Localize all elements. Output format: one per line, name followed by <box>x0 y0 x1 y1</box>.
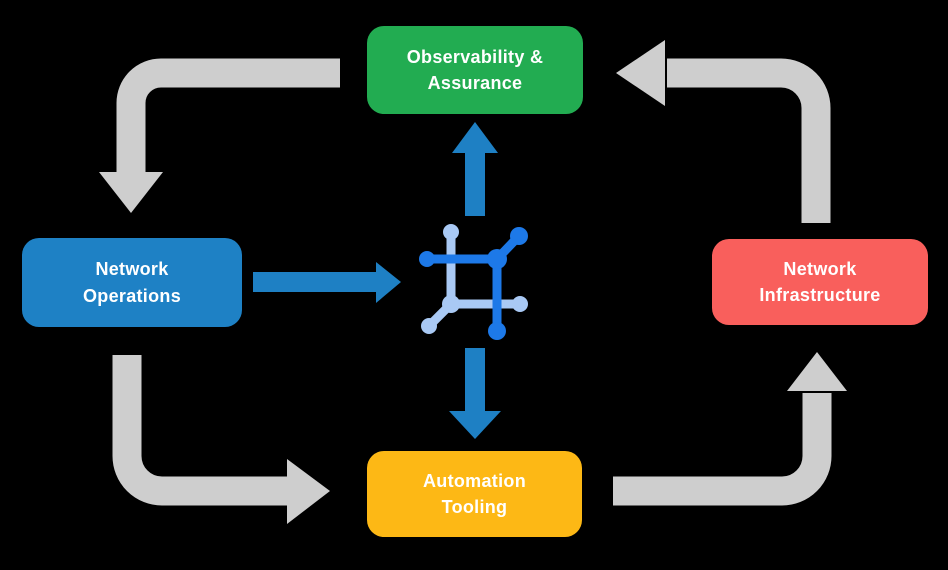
node-automation-tooling: Automation Tooling <box>367 451 582 537</box>
core-arrow-operations-to-center <box>253 262 401 303</box>
icon-node-lower-left <box>421 318 437 334</box>
node-network-operations: Network Operations <box>22 238 242 327</box>
icon-junction-bottom-left <box>442 295 460 313</box>
cycle-arrow-shaft <box>112 355 289 506</box>
core-arrow-center-to-observability <box>452 122 498 216</box>
cycle-arrow-operations-to-automation <box>112 355 330 524</box>
node-label: Observability & Assurance <box>406 46 544 93</box>
cycle-arrow-shaft <box>116 58 340 174</box>
icon-node-bottom <box>488 322 506 340</box>
icon-node-right <box>512 296 528 312</box>
icon-node-upper-right <box>510 227 528 245</box>
node-label: Automation Tooling <box>423 470 526 517</box>
cycle-arrow-observability-to-operations <box>99 58 340 213</box>
node-observability-assurance: Observability & Assurance <box>367 26 583 114</box>
cycle-arrow-head-right-icon <box>287 459 330 524</box>
core-arrow-head-right-icon <box>376 262 401 303</box>
node-label: Network Infrastructure <box>759 258 881 305</box>
icon-junction-top-right <box>487 249 507 269</box>
cycle-arrow-head-up-icon <box>787 352 847 391</box>
core-arrow-head-down-icon <box>449 411 501 439</box>
node-network-infrastructure: Network Infrastructure <box>712 239 928 325</box>
cycle-arrow-head-left-icon <box>616 40 665 106</box>
core-arrow-head-up-icon <box>452 122 498 153</box>
cycle-arrow-infrastructure-to-observability <box>616 40 831 223</box>
cycle-arrow-shaft <box>667 58 831 223</box>
cycle-arrow-head-down-icon <box>99 172 163 213</box>
icon-node-left <box>419 251 435 267</box>
core-arrow-center-to-automation <box>449 348 501 439</box>
cycle-arrow-automation-to-infrastructure <box>613 352 847 506</box>
node-label: Network Operations <box>82 259 182 306</box>
network-mesh-icon <box>419 224 528 340</box>
cycle-arrow-shaft <box>613 393 832 506</box>
icon-node-top <box>443 224 459 240</box>
